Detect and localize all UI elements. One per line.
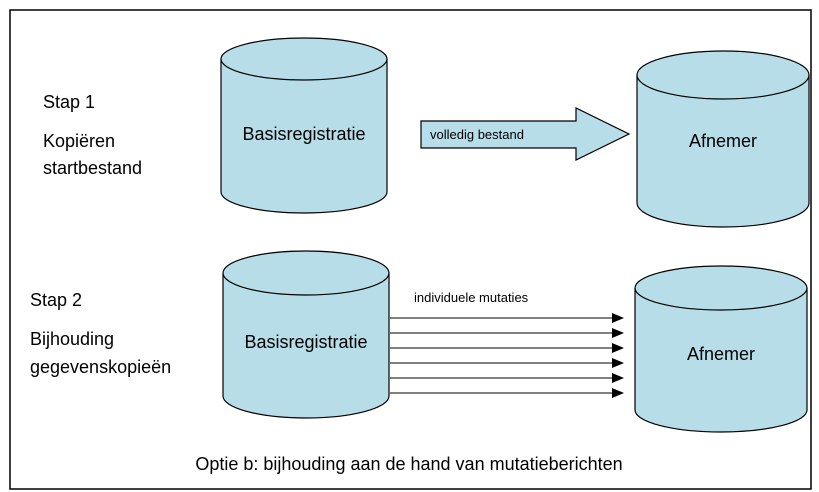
step1-target-cylinder-body — [636, 75, 810, 228]
step1-subtitle-line2: startbestand — [43, 158, 142, 178]
step2-target-label: Afnemer — [687, 344, 755, 364]
step2-arrows-label: individuele mutaties — [414, 290, 529, 305]
step2-mutation-arrows — [390, 313, 624, 398]
diagram-frame — [9, 9, 812, 490]
step1-title: Stap 1 — [43, 92, 95, 112]
step2-subtitle-line2: gegevenskopieën — [30, 357, 171, 377]
diagram-caption: Optie b: bijhouding aan de hand van muta… — [195, 454, 622, 474]
step2-target-cylinder-top — [634, 265, 808, 311]
step1-transfer-arrow: volledig bestand — [420, 107, 631, 161]
step1-target-cylinder: Afnemer — [636, 50, 810, 228]
step2-subtitle-line1: Bijhouding — [30, 329, 114, 349]
step1-subtitle-line1: Kopiëren — [43, 131, 115, 151]
step2-target-cylinder-body — [634, 288, 808, 433]
step2-source-cylinder: Basisregistratie — [222, 250, 390, 419]
step1-arrow-shape — [420, 107, 631, 161]
step1-target-label: Afnemer — [689, 131, 757, 151]
step2-source-cylinder-body — [222, 273, 390, 419]
step1-target-cylinder-top — [636, 50, 810, 100]
step1-source-cylinder: Basisregistratie — [220, 37, 388, 214]
step2-source-label: Basisregistratie — [244, 332, 367, 352]
step1-source-cylinder-body — [220, 59, 388, 214]
step2-source-cylinder-top — [222, 250, 390, 296]
step1-source-label: Basisregistratie — [242, 124, 365, 144]
step2-target-cylinder: Afnemer — [634, 265, 808, 433]
step2-title: Stap 2 — [30, 290, 82, 310]
step1-arrow-label: volledig bestand — [430, 127, 524, 142]
step1-source-cylinder-top — [220, 37, 388, 81]
